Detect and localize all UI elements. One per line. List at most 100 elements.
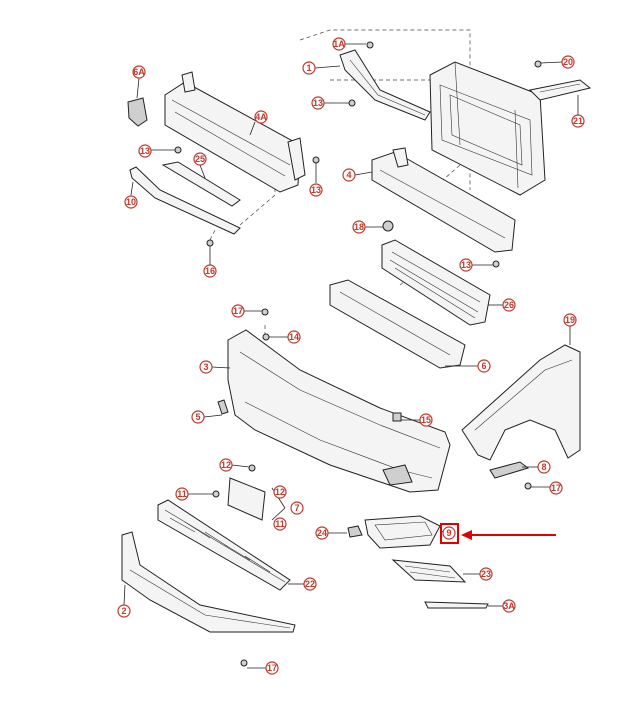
part-25-strip	[161, 161, 241, 207]
svg-text:2: 2	[121, 606, 126, 616]
part-21-bracket	[528, 60, 592, 115]
callout-11-left[interactable]: 11	[175, 487, 189, 501]
screws-top-middle	[244, 308, 288, 341]
svg-text:18: 18	[354, 222, 364, 232]
callout-9[interactable]: 9	[442, 526, 456, 540]
part-23-trim	[391, 559, 480, 583]
svg-text:11: 11	[275, 519, 285, 529]
part-22-grille	[157, 499, 304, 591]
part-1-lock-carrier-bracket	[314, 41, 431, 121]
svg-text:6A: 6A	[133, 67, 145, 77]
callout-13-top[interactable]: 13	[311, 96, 325, 110]
part-6a-bracket	[127, 77, 148, 127]
part-6-energy-absorber	[329, 279, 478, 369]
callout-10[interactable]: 10	[124, 195, 138, 209]
part-15-nut	[392, 412, 420, 422]
callout-11-right[interactable]: 11	[273, 517, 287, 531]
svg-text:21: 21	[573, 116, 583, 126]
callout-13-left[interactable]: 13	[138, 144, 152, 158]
highlight-marker	[440, 523, 556, 544]
svg-text:19: 19	[565, 315, 575, 325]
callout-12-right[interactable]: 12	[273, 485, 287, 499]
callout-4a[interactable]: 4A	[254, 110, 268, 124]
part-10-spoiler-bar	[129, 166, 241, 235]
callout-16[interactable]: 16	[203, 264, 217, 278]
svg-text:23: 23	[481, 569, 491, 579]
callout-17-top[interactable]: 17	[231, 304, 245, 318]
callout-12-top[interactable]: 12	[219, 458, 233, 472]
callout-1[interactable]: 1	[302, 61, 316, 75]
callout-20[interactable]: 20	[561, 55, 575, 69]
part-3-bumper-cover	[211, 329, 451, 493]
callout-23[interactable]: 23	[479, 567, 493, 581]
callout-25[interactable]: 25	[193, 152, 207, 166]
callout-4[interactable]: 4	[342, 168, 356, 182]
callout-22[interactable]: 22	[303, 577, 317, 591]
svg-text:22: 22	[305, 579, 315, 589]
screw-17-right	[524, 482, 550, 490]
svg-text:17: 17	[233, 306, 243, 316]
screw-13-right	[472, 260, 500, 268]
svg-text:12: 12	[275, 487, 285, 497]
part-2-spoiler	[121, 531, 296, 633]
callout-6[interactable]: 6	[477, 359, 491, 373]
highlight-arrow-head	[461, 530, 472, 540]
svg-text:10: 10	[126, 197, 136, 207]
callout-8[interactable]: 8	[537, 460, 551, 474]
callout-3a[interactable]: 3A	[502, 599, 516, 613]
callout-13-right[interactable]: 13	[459, 258, 473, 272]
svg-text:13: 13	[313, 98, 323, 108]
part-24-clip	[328, 525, 363, 538]
part-3a-strip	[424, 601, 503, 609]
callout-24[interactable]: 24	[315, 526, 329, 540]
part-7-license-bracket	[188, 464, 286, 521]
callout-21[interactable]: 21	[571, 114, 585, 128]
svg-text:6: 6	[481, 361, 486, 371]
part-26-air-duct	[381, 239, 503, 326]
svg-text:11: 11	[177, 489, 187, 499]
callout-15[interactable]: 15	[419, 413, 433, 427]
svg-text:14: 14	[289, 332, 299, 342]
callout-2[interactable]: 2	[117, 604, 131, 618]
svg-text:3A: 3A	[503, 601, 515, 611]
part-18-grommet	[365, 220, 394, 232]
svg-text:26: 26	[504, 300, 514, 310]
svg-text:7: 7	[294, 503, 299, 513]
callout-3[interactable]: 3	[199, 360, 213, 374]
callout-26[interactable]: 26	[502, 298, 516, 312]
screw-17-bottom	[240, 659, 266, 669]
part-4a-impact-bar	[164, 71, 306, 193]
svg-text:24: 24	[317, 528, 327, 538]
callout-1a[interactable]: 1A	[332, 37, 346, 51]
callout-17-right[interactable]: 17	[549, 481, 563, 495]
screws-left-group	[150, 146, 320, 265]
svg-text:15: 15	[421, 415, 431, 425]
svg-text:12: 12	[221, 460, 231, 470]
callout-14[interactable]: 14	[287, 330, 301, 344]
svg-text:13: 13	[140, 146, 150, 156]
svg-text:9: 9	[446, 528, 451, 538]
svg-text:1A: 1A	[333, 39, 345, 49]
svg-text:16: 16	[205, 266, 215, 276]
part-9-fog-lamp-bracket	[364, 515, 444, 549]
part-4-bumper-bracket	[354, 147, 516, 253]
part-19-fender	[461, 326, 581, 461]
callout-19[interactable]: 19	[563, 313, 577, 327]
svg-text:1: 1	[306, 63, 311, 73]
svg-text:5: 5	[195, 412, 200, 422]
callout-13-mid[interactable]: 13	[309, 183, 323, 197]
part-5-clip	[203, 399, 229, 418]
part-8-bracket	[489, 461, 538, 479]
callout-7[interactable]: 7	[290, 501, 304, 515]
svg-text:20: 20	[563, 57, 573, 67]
callout-17-bottom[interactable]: 17	[265, 661, 279, 675]
callout-5[interactable]: 5	[191, 410, 205, 424]
svg-text:13: 13	[311, 185, 321, 195]
svg-text:8: 8	[541, 462, 546, 472]
svg-text:17: 17	[267, 663, 277, 673]
svg-text:4A: 4A	[255, 112, 267, 122]
svg-text:13: 13	[461, 260, 471, 270]
callout-6a[interactable]: 6A	[132, 65, 146, 79]
callout-18[interactable]: 18	[352, 220, 366, 234]
